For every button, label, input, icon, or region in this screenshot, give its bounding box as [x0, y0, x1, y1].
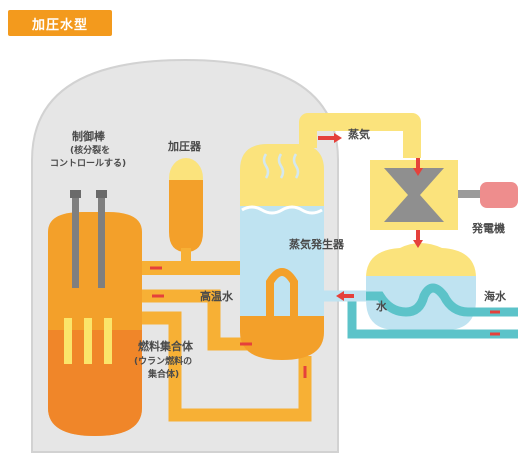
pressurizer-label: 加圧器 — [168, 140, 201, 153]
fuel-rod-3 — [104, 318, 112, 364]
fuel-rod-2 — [84, 318, 92, 364]
fuel-note-1: (ウラン燃料の — [134, 357, 193, 367]
pressurizer-body — [169, 180, 203, 252]
steam-wisps — [262, 153, 300, 179]
steam-label: 蒸気 — [348, 128, 370, 141]
control-rod-cap-right — [96, 190, 107, 198]
arrow-steam-right-head — [334, 133, 342, 143]
steam-generator-label: 蒸気発生器 — [289, 238, 344, 251]
hot-water-label: 高温水 — [200, 290, 233, 303]
fuel-note-2: 集合体) — [148, 370, 180, 380]
cold-leg-pipe — [142, 289, 258, 351]
fuel-rod-1 — [64, 318, 72, 364]
condenser-top — [366, 243, 476, 278]
arrow-feedwater-left-head — [336, 291, 344, 301]
generator — [480, 182, 518, 208]
control-rod-left — [72, 196, 79, 288]
title-badge: 加圧水型 — [8, 10, 112, 36]
turbine — [384, 168, 444, 222]
control-rod-right — [98, 196, 105, 288]
fuel-assembly-label: 燃料集合体 — [138, 340, 193, 353]
seawater-label: 海水 — [484, 290, 506, 303]
generator-label: 発電機 — [472, 222, 505, 235]
control-rod-note-1: (核分裂を — [70, 146, 111, 156]
generator-shaft — [458, 190, 480, 198]
return-loop-pipe — [142, 311, 312, 422]
arrow-turbine-down-head — [413, 240, 423, 248]
water-label: 水 — [376, 300, 387, 313]
steam-generator-waterline — [241, 205, 323, 215]
control-rod-note-2: コントロールする) — [50, 159, 127, 169]
pressurizer-pipe — [181, 248, 191, 270]
arrow-steam-down-head — [413, 168, 423, 176]
steam-generator-bottom — [240, 316, 324, 360]
steam-pipe — [299, 113, 421, 158]
cooling-water-return — [347, 296, 518, 339]
u-tube — [266, 268, 298, 356]
control-rod-label: 制御棒 — [72, 130, 105, 143]
cooling-water-pipe — [352, 283, 518, 317]
control-rod-cap-left — [70, 190, 81, 198]
reactor-core-glow — [48, 330, 142, 436]
